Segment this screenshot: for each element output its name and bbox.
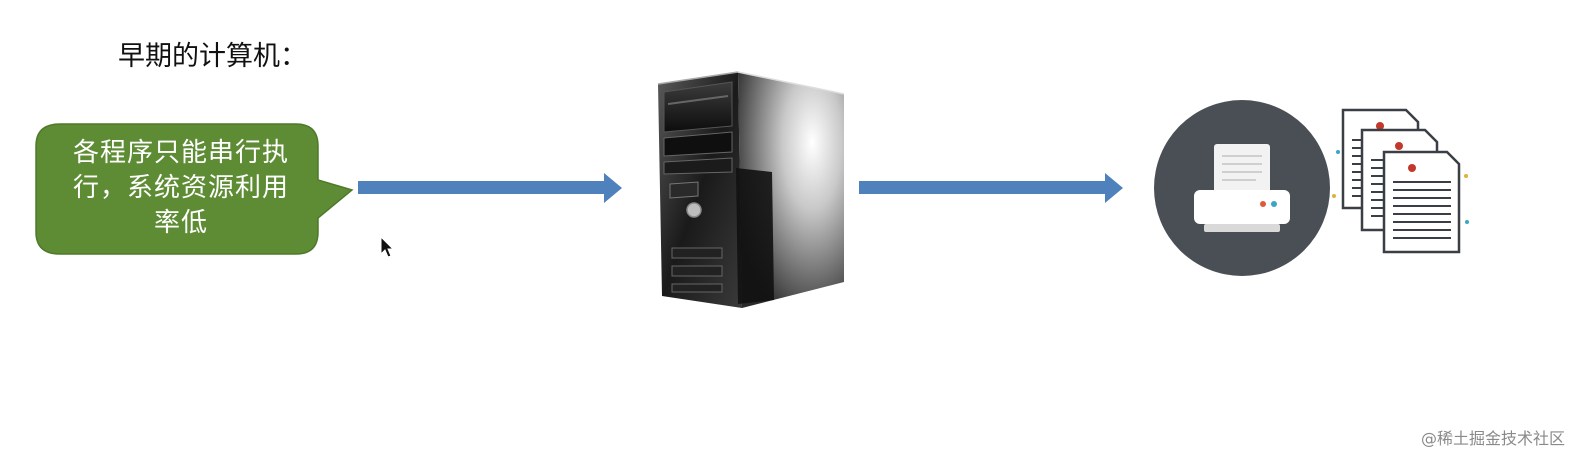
documents-icon	[1332, 108, 1469, 254]
printer-documents-group	[1154, 100, 1469, 276]
arrow-to-printer	[859, 173, 1123, 203]
slide-title: 早期的计算机：	[118, 41, 307, 72]
callout-shape	[35, 123, 354, 255]
callout-line-2: 行，系统资源利用	[72, 173, 289, 203]
watermark: @稀土掘金技术社区	[1420, 429, 1565, 448]
desktop-tower-icon	[657, 71, 845, 308]
callout-line-3: 率低	[153, 208, 208, 238]
arrow-to-computer	[358, 173, 622, 203]
mouse-pointer-icon	[380, 236, 395, 258]
callout-line-1: 各程序只能串行执	[72, 138, 289, 168]
callout-text: 各程序只能串行执 行，系统资源利用 率低	[46, 136, 316, 241]
printer-icon	[1154, 100, 1330, 276]
